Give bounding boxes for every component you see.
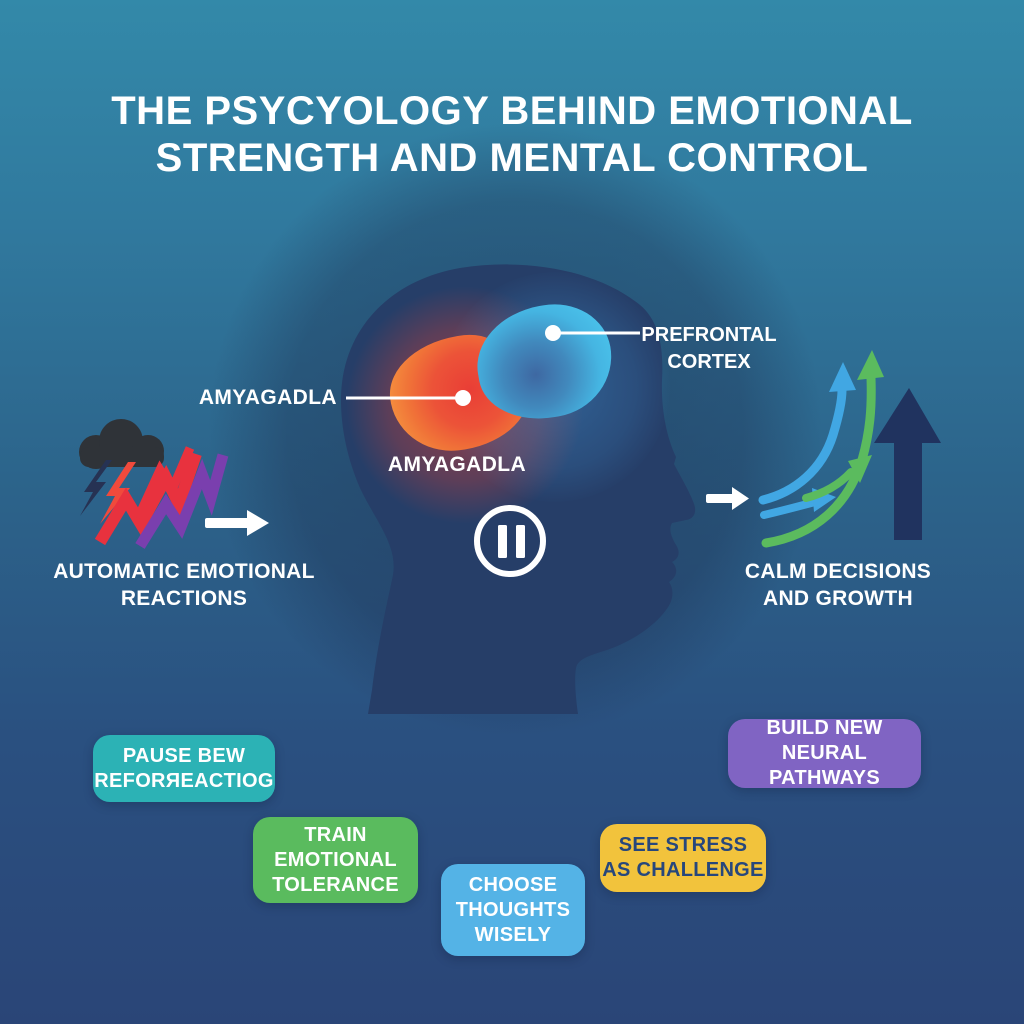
amygdala-callout-dot [455,390,471,406]
automatic-reactions-line1: AUTOMATIC EMOTIONAL [53,560,315,583]
page-title-line1: THE PSYCYOLOGY BEHIND EMOTIONAL [111,89,913,133]
growth-arrows-icon [758,350,884,548]
strategy-box-line: WISELY [474,923,552,946]
calm-decisions-caption: CALM DECISIONS AND GROWTH [716,558,960,612]
lightning-bolts-icon [80,446,229,549]
navy-up-arrow-icon [874,388,941,540]
strategy-box-line: BUILD NEW [766,717,883,739]
strategy-box-line: TOLERANCE [272,873,399,896]
prefrontal-cortex-label: PREFRONTAL CORTEX [640,322,778,376]
strategy-box-line: THOUGHTS [455,898,571,921]
page-title-line2: STRENGTH AND MENTAL CONTROL [155,136,869,180]
pause-icon [474,505,546,577]
automatic-reactions-caption: AUTOMATIC EMOTIONAL REACTIONS [38,558,330,612]
prefrontal-callout-dot [545,325,561,341]
strategy-box-line: NEURAL PATHWAYS [769,742,880,789]
amygdala-caption-label: AMYAGADLA [387,453,527,476]
calm-decisions-line1: CALM DECISIONS [744,560,932,583]
prefrontal-callout-line [545,325,640,341]
strategy-box-line: EMOTIONAL [274,848,397,871]
storm-cloud-icon [79,419,164,469]
strategy-box-build-new-neural-pathways: BUILD NEW NEURAL PATHWAYS [728,717,921,789]
strategy-box-see-stress-as-challenge: SEE STRESS AS CHALLENGE [600,824,766,892]
amygdala-callout-line [346,390,471,406]
prefrontal-label-line1: PREFRONTAL [641,324,777,346]
calm-decisions-line2: AND GROWTH [763,587,913,610]
left-flow-arrow-icon [205,510,269,536]
strategy-box-choose-thoughts-wisely: CHOOSE THOUGHTS WISELY [441,864,585,956]
strategy-box-train-emotional-tolerance: TRAIN EMOTIONAL TOLERANCE [253,817,418,903]
strategy-box-line: PAUSE BEW [122,744,246,767]
prefrontal-label-line2: CORTEX [667,351,751,373]
right-flow-arrow-icon [706,487,749,510]
strategy-box-line: SEE STRESS [618,834,748,856]
strategy-box-line: TRAIN [304,823,367,846]
strategy-box-line: AS CHALLENGE [602,859,764,881]
strategy-box-line: REFORЯEACTIOG [94,769,274,792]
amygdala-callout-label: AMYAGADLA [198,386,337,409]
strategy-box-line: CHOOSE [468,873,558,896]
page-title: THE PSYCYOLOGY BEHIND EMOTIONAL STRENGTH… [0,88,1024,182]
automatic-reactions-line2: REACTIONS [120,587,248,610]
strategy-box-pause-before-reacting: PAUSE BEW REFORЯEACTIOG [93,735,275,802]
